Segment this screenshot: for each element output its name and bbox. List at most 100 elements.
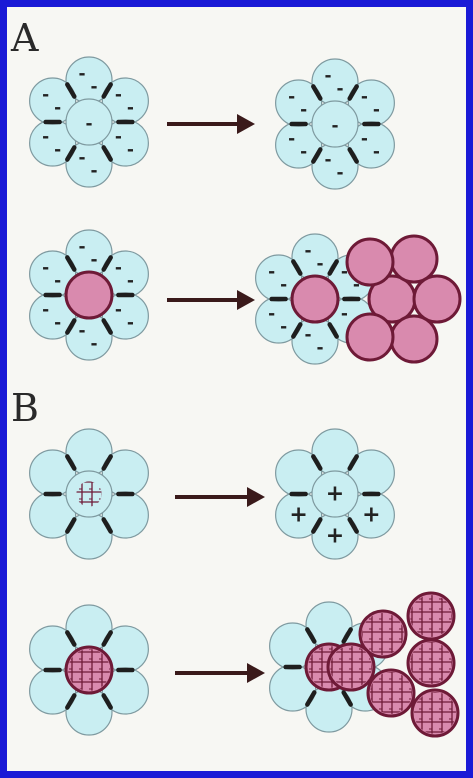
gap-junction	[305, 690, 317, 707]
negative-charge-symbol: -	[300, 100, 307, 120]
negative-charge-symbol: -	[115, 300, 122, 320]
gap-junction	[101, 517, 113, 534]
negative-charge-symbol: -	[361, 129, 368, 149]
infected-cell	[64, 270, 114, 320]
negative-charge-symbol: -	[90, 334, 97, 354]
negative-charge-symbol: -	[42, 258, 49, 278]
negative-charge-symbol: -	[341, 262, 348, 282]
negative-charge-symbol: -	[115, 85, 122, 105]
negative-charge-symbol: -	[54, 98, 61, 118]
negative-charge-symbol: -	[127, 98, 134, 118]
negative-charge-symbol: -	[324, 150, 331, 170]
cell-diagram: ----------------------------------------…	[29, 56, 462, 738]
negative-charge-symbol: -	[331, 116, 338, 136]
gap-junction	[341, 627, 353, 644]
negative-charge-symbol: -	[341, 304, 348, 324]
hatched-cell-pattern	[362, 613, 404, 655]
gap-junction	[311, 84, 323, 101]
negative-charge-symbol: -	[78, 148, 85, 168]
center-cell	[311, 470, 359, 518]
gap-junction	[347, 454, 359, 471]
hatched-cell-pattern	[370, 672, 412, 714]
right-arrow-icon	[237, 114, 255, 134]
gap-junction	[65, 517, 77, 534]
negative-charge-symbol: -	[90, 161, 97, 181]
infected-cell	[345, 312, 395, 362]
positive-charge-symbol: +	[289, 503, 307, 528]
gap-junction	[341, 690, 353, 707]
gap-junction	[101, 630, 113, 647]
negative-charge-symbol: -	[127, 140, 134, 160]
hatched-cell-pattern	[410, 642, 452, 684]
negative-charge-symbol: -	[42, 85, 49, 105]
hatched-cell-pattern	[410, 595, 452, 637]
gap-junction	[101, 255, 113, 272]
gap-junction	[65, 145, 77, 162]
negative-charge-symbol: -	[42, 300, 49, 320]
hatched-cell-pattern	[330, 646, 372, 688]
negative-charge-symbol: -	[304, 325, 311, 345]
right-arrow-icon	[247, 487, 265, 507]
negative-charge-symbol: -	[85, 114, 92, 134]
negative-charge-symbol: -	[268, 304, 275, 324]
negative-charge-symbol: -	[115, 127, 122, 147]
gap-junction	[101, 454, 113, 471]
right-arrow-icon	[247, 663, 265, 683]
negative-charge-symbol: -	[288, 87, 295, 107]
gap-junction	[327, 259, 339, 276]
negative-charge-symbol: -	[127, 313, 134, 333]
gap-junction	[311, 147, 323, 164]
center-cell	[311, 100, 359, 148]
negative-charge-symbol: -	[316, 338, 323, 358]
negative-charge-symbol: -	[304, 241, 311, 261]
negative-charge-symbol: -	[336, 163, 343, 183]
gap-junction	[347, 147, 359, 164]
gap-junction	[101, 693, 113, 710]
gap-junction	[347, 517, 359, 534]
hatched-cell-pattern	[414, 692, 456, 734]
negative-charge-symbol: -	[78, 237, 85, 257]
gap-junction	[101, 82, 113, 99]
gap-junction	[101, 145, 113, 162]
negative-charge-symbol: -	[268, 262, 275, 282]
negative-charge-symbol: -	[280, 275, 287, 295]
negative-charge-symbol: -	[54, 140, 61, 160]
panel-label-b: B	[11, 386, 39, 430]
gap-junction	[65, 318, 77, 335]
gap-junction	[101, 318, 113, 335]
positive-charge-symbol: +	[362, 503, 380, 528]
gap-junction	[65, 454, 77, 471]
gap-junction	[305, 627, 317, 644]
gap-junction	[65, 255, 77, 272]
infected-cell	[290, 274, 340, 324]
positive-charge-symbol: +	[326, 524, 344, 549]
infected-cell	[345, 237, 395, 287]
negative-charge-symbol: -	[90, 250, 97, 270]
figure-frame: A B ------------------------------------…	[7, 7, 466, 771]
infected-cell	[389, 234, 439, 284]
positive-charge-symbol: +	[326, 482, 344, 507]
gap-junction	[327, 322, 339, 339]
gap-junction	[291, 322, 303, 339]
center-cell	[65, 98, 113, 146]
panel-label-a: A	[11, 16, 39, 60]
gap-junction	[311, 454, 323, 471]
hatched-cell-pattern	[68, 649, 110, 691]
negative-charge-symbol: -	[78, 321, 85, 341]
negative-charge-symbol: -	[115, 258, 122, 278]
negative-charge-symbol: -	[361, 87, 368, 107]
gap-junction	[347, 84, 359, 101]
negative-charge-symbol: -	[78, 64, 85, 84]
negative-charge-symbol: -	[300, 142, 307, 162]
negative-charge-symbol: -	[288, 129, 295, 149]
negative-charge-symbol: -	[127, 271, 134, 291]
gap-junction	[65, 82, 77, 99]
negative-charge-symbol: -	[54, 313, 61, 333]
infected-cell	[389, 314, 439, 364]
negative-charge-symbol: -	[280, 317, 287, 337]
negative-charge-symbol: -	[373, 100, 380, 120]
negative-charge-symbol: -	[373, 142, 380, 162]
infected-cell	[412, 274, 462, 324]
dispersing-pattern	[76, 481, 102, 507]
gap-junction	[311, 517, 323, 534]
